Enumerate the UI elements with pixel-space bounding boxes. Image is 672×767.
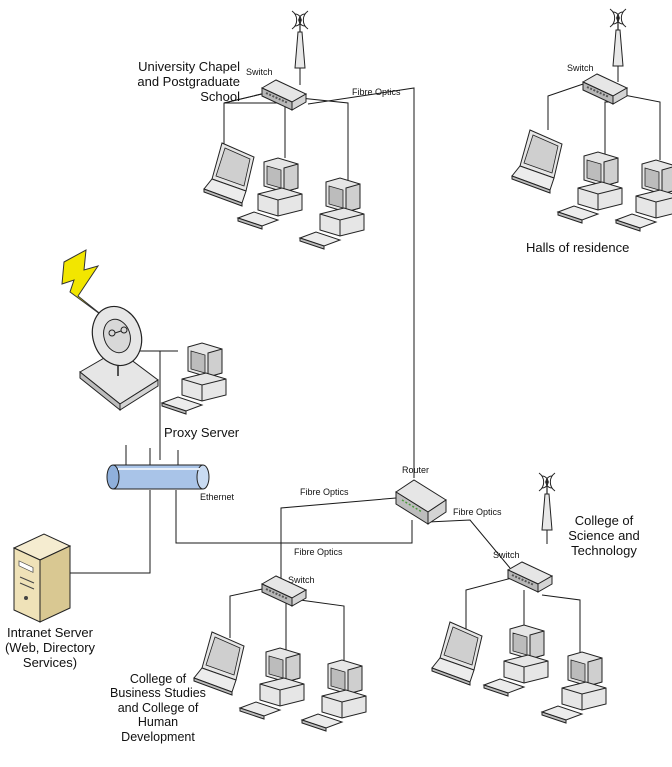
- science-college-label: College of Science and Technology: [568, 513, 640, 558]
- intranet-server-label: Intranet Server (Web, Directory Services…: [4, 625, 96, 670]
- halls-label: Halls of residence: [526, 240, 630, 255]
- router-label: Router: [402, 465, 430, 475]
- ethernet-backbone-icon: [106, 464, 210, 490]
- proxy-server-label: Proxy Server: [164, 425, 240, 440]
- desktop-pc-icon: [299, 177, 365, 250]
- switch-label-business: Switch: [288, 575, 315, 585]
- desktop-pc-icon: [541, 651, 607, 724]
- switch-label-chapel: Switch: [246, 67, 273, 77]
- fibre-optics-label-business: Fibre Optics: [294, 547, 343, 557]
- switch-icon: [507, 561, 553, 593]
- fibre-optics-label-chapel: Fibre Optics: [352, 87, 401, 97]
- fibre-optics-label-backbone: Fibre Optics: [300, 487, 349, 497]
- business-college-label: College of Business Studies and College …: [110, 672, 206, 744]
- laptop-icon: [203, 142, 255, 207]
- chapel-label: University Chapel and Postgraduate Schoo…: [137, 59, 240, 104]
- satellite-dish-icon: [79, 305, 159, 412]
- desktop-pc-icon: [557, 151, 623, 224]
- desktop-pc-icon: [161, 342, 227, 415]
- laptop-icon: [431, 621, 483, 686]
- router-icon: [395, 479, 447, 525]
- desktop-pc-icon: [301, 659, 367, 732]
- antenna-icon: [609, 8, 627, 67]
- fibre-optics-label-science: Fibre Optics: [453, 507, 502, 517]
- desktop-pc-icon: [483, 624, 549, 697]
- lightning-icon: [61, 249, 109, 321]
- switch-icon: [261, 79, 307, 111]
- antenna-icon: [291, 10, 309, 69]
- antenna-icon: [538, 472, 556, 531]
- server-tower-icon: [12, 533, 72, 623]
- desktop-pc-icon: [615, 159, 672, 232]
- switch-label-halls: Switch: [567, 63, 594, 73]
- switch-label-science: Switch: [493, 550, 520, 560]
- switch-icon: [582, 73, 628, 105]
- laptop-icon: [511, 129, 563, 194]
- connection-lines: [66, 34, 661, 662]
- desktop-pc-icon: [239, 647, 305, 720]
- ethernet-label: Ethernet: [200, 492, 235, 502]
